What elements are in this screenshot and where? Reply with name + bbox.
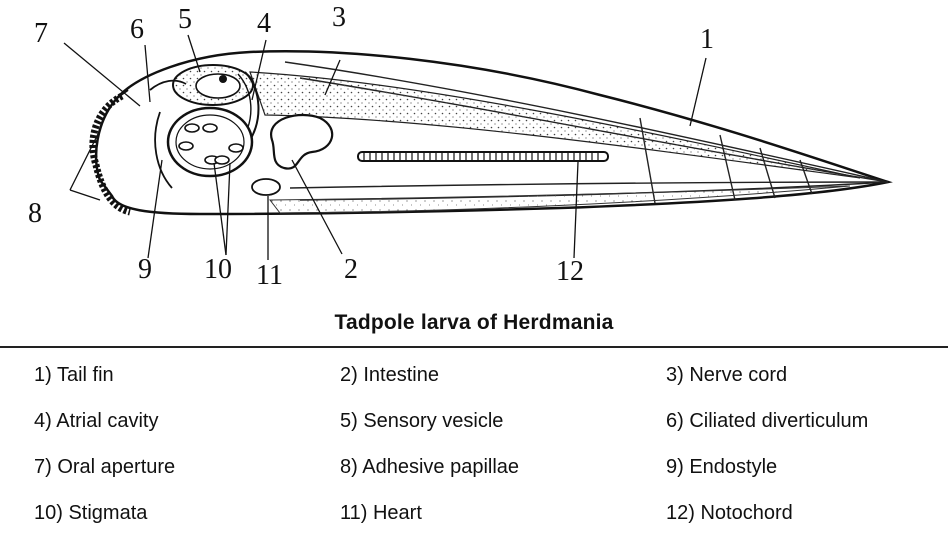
legend-item-adhesive-papillae: 8) Adhesive papillae [340,456,519,479]
legend-item-intestine: 2) Intestine [340,364,439,387]
legend-item-endostyle: 9) Endostyle [666,456,777,479]
label-11: 11 [256,260,283,291]
label-12: 12 [556,256,584,287]
legend-item-tail-fin: 1) Tail fin [34,364,114,387]
legend-item-nerve-cord: 3) Nerve cord [666,364,787,387]
tadpole-larva-diagram: 1 2 3 4 5 6 7 8 9 10 11 12 [0,0,948,300]
legend-item-notochord: 12) Notochord [666,502,793,525]
notochord [358,152,608,161]
label-1: 1 [700,24,714,55]
legend-item-oral-aperture: 7) Oral aperture [34,456,175,479]
legend-item-sensory-vesicle: 5) Sensory vesicle [340,410,503,433]
label-4: 4 [257,8,271,39]
label-3: 3 [332,2,346,33]
label-6: 6 [130,14,144,45]
legend-item-atrial-cavity: 4) Atrial cavity [34,410,158,433]
legend-item-ciliated-diverticulum: 6) Ciliated diverticulum [666,410,868,433]
legend-table: 1) Tail fin 2) Intestine 3) Nerve cord 4… [0,350,948,540]
pharynx [168,108,252,176]
diagram-title: Tadpole larva of Herdmania [0,311,948,335]
label-2: 2 [344,254,358,285]
label-9: 9 [138,254,152,285]
divider [0,346,948,348]
heart [252,179,280,195]
label-5: 5 [178,4,192,35]
label-10: 10 [204,254,232,285]
label-8: 8 [28,198,42,229]
legend-item-stigmata: 10) Stigmata [34,502,147,525]
label-7: 7 [34,18,48,49]
legend-item-heart: 11) Heart [340,502,422,525]
